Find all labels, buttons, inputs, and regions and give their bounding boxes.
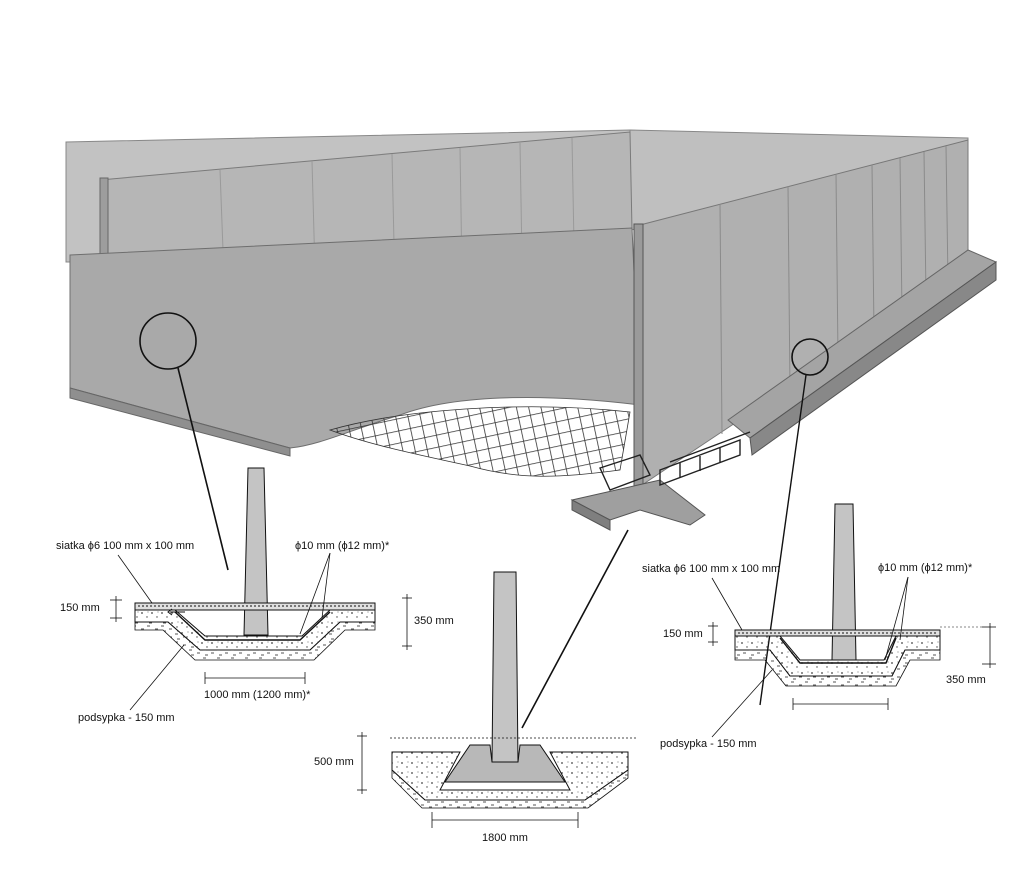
left-rebar bbox=[174, 611, 331, 641]
center-section-detail: 500 mm 1800 mm bbox=[314, 571, 638, 844]
right-bedding bbox=[734, 649, 941, 687]
right-footing-side bbox=[749, 261, 997, 456]
callout-circle-right bbox=[791, 338, 829, 376]
center-wall-stem bbox=[491, 571, 519, 763]
right-section-detail: siatka ϕ6 100 mm x 100 mm ϕ10 mm (ϕ12 mm… bbox=[642, 503, 996, 750]
slab-front-edge bbox=[69, 387, 291, 457]
right-rebar bbox=[779, 637, 897, 664]
left-bedding bbox=[134, 621, 376, 661]
corner-footing-face bbox=[571, 499, 611, 531]
right-mesh-label: siatka ϕ6 100 mm x 100 mm bbox=[642, 563, 780, 575]
floor-slab bbox=[69, 227, 641, 449]
left-slab-thickness-label: 150 mm bbox=[60, 602, 100, 614]
leader-left bbox=[177, 367, 229, 571]
left-section-detail: siatka ϕ6 100 mm x 100 mm ϕ10 mm (ϕ12 mm… bbox=[56, 467, 454, 724]
left-wall-stem bbox=[243, 467, 269, 636]
perspective-view bbox=[65, 129, 998, 729]
center-footing bbox=[444, 744, 566, 783]
left-rebar-label: ϕ10 mm (ϕ12 mm)* bbox=[295, 540, 390, 552]
center-width-label: 1800 mm bbox=[482, 832, 528, 844]
right-wall-stem bbox=[831, 503, 857, 661]
right-slab bbox=[734, 629, 941, 637]
center-depth-label: 500 mm bbox=[314, 756, 354, 768]
right-wall-end-post bbox=[633, 223, 644, 495]
left-mesh-label: siatka ϕ6 100 mm x 100 mm bbox=[56, 540, 194, 552]
leader-center bbox=[521, 529, 629, 729]
right-rebar-label: ϕ10 mm (ϕ12 mm)* bbox=[878, 562, 973, 574]
left-bedding-label: podsypka - 150 mm bbox=[78, 712, 175, 724]
right-slab-thickness-label: 150 mm bbox=[663, 628, 703, 640]
right-bedding-label: podsypka - 150 mm bbox=[660, 738, 757, 750]
exposed-mesh bbox=[328, 406, 631, 477]
right-edge-depth-label: 350 mm bbox=[946, 674, 986, 686]
left-width-label: 1000 mm (1200 mm)* bbox=[204, 689, 311, 701]
center-bedding bbox=[391, 769, 629, 809]
rebar-cage bbox=[599, 431, 751, 491]
callout-circle-left bbox=[139, 312, 197, 370]
left-edge-depth-label: 350 mm bbox=[414, 615, 454, 627]
